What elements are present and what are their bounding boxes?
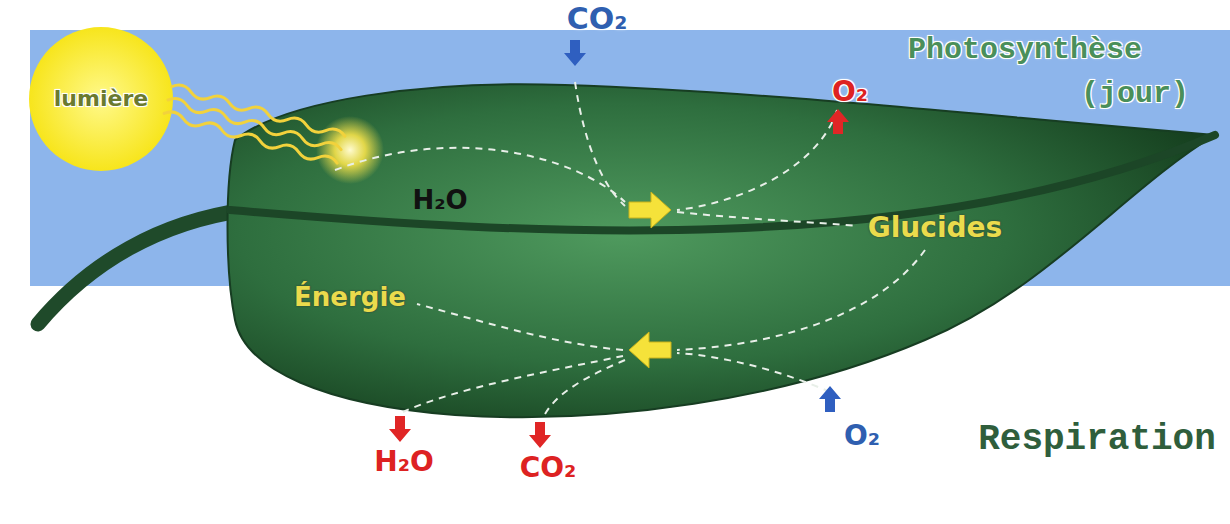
process-title: Photosynthèse [908,34,1142,67]
leaf-label: Glucides [868,213,1002,244]
leaf-label: H₂O [412,186,467,215]
flow-dash [677,212,857,226]
light-glow [316,116,384,184]
sun-label: lumière [54,87,148,111]
co2-out-arrow [529,422,551,448]
leaf-shape: H₂O GlucidesÉnergie [225,70,1220,430]
process-subtitle: (jour) [1081,78,1189,111]
o2-out-arrow [827,109,849,134]
co2-in-arrow [564,40,586,66]
o2-in-arrow [819,386,841,412]
light-rays [163,83,346,167]
leaf-label: Énergie [294,283,406,312]
gas-label: CO₂ [567,2,628,35]
sun-circle: lumière [28,26,174,172]
gas-label: H₂O [374,447,434,478]
leaf-outline [225,70,1220,430]
gas-label: O₂ [844,421,880,452]
leaf-stem [38,210,245,324]
leaf-blade [228,84,1216,417]
h2o-out-arrow [389,416,411,442]
synthesis-arrow [629,192,671,228]
process-title: Respiration [978,420,1216,460]
flow-dash [335,148,625,202]
gas-label: CO₂ [520,453,577,484]
flow-dash [575,82,625,206]
flow-dash [543,360,625,418]
gas-label: O₂ [832,77,868,108]
flow-dash [403,356,623,412]
respiration-arrow [629,332,671,368]
sun-disc [29,27,173,171]
flow-dash [677,250,925,350]
flow-dash [417,304,623,350]
flow-dash [677,353,830,392]
flow-dash [677,110,837,210]
